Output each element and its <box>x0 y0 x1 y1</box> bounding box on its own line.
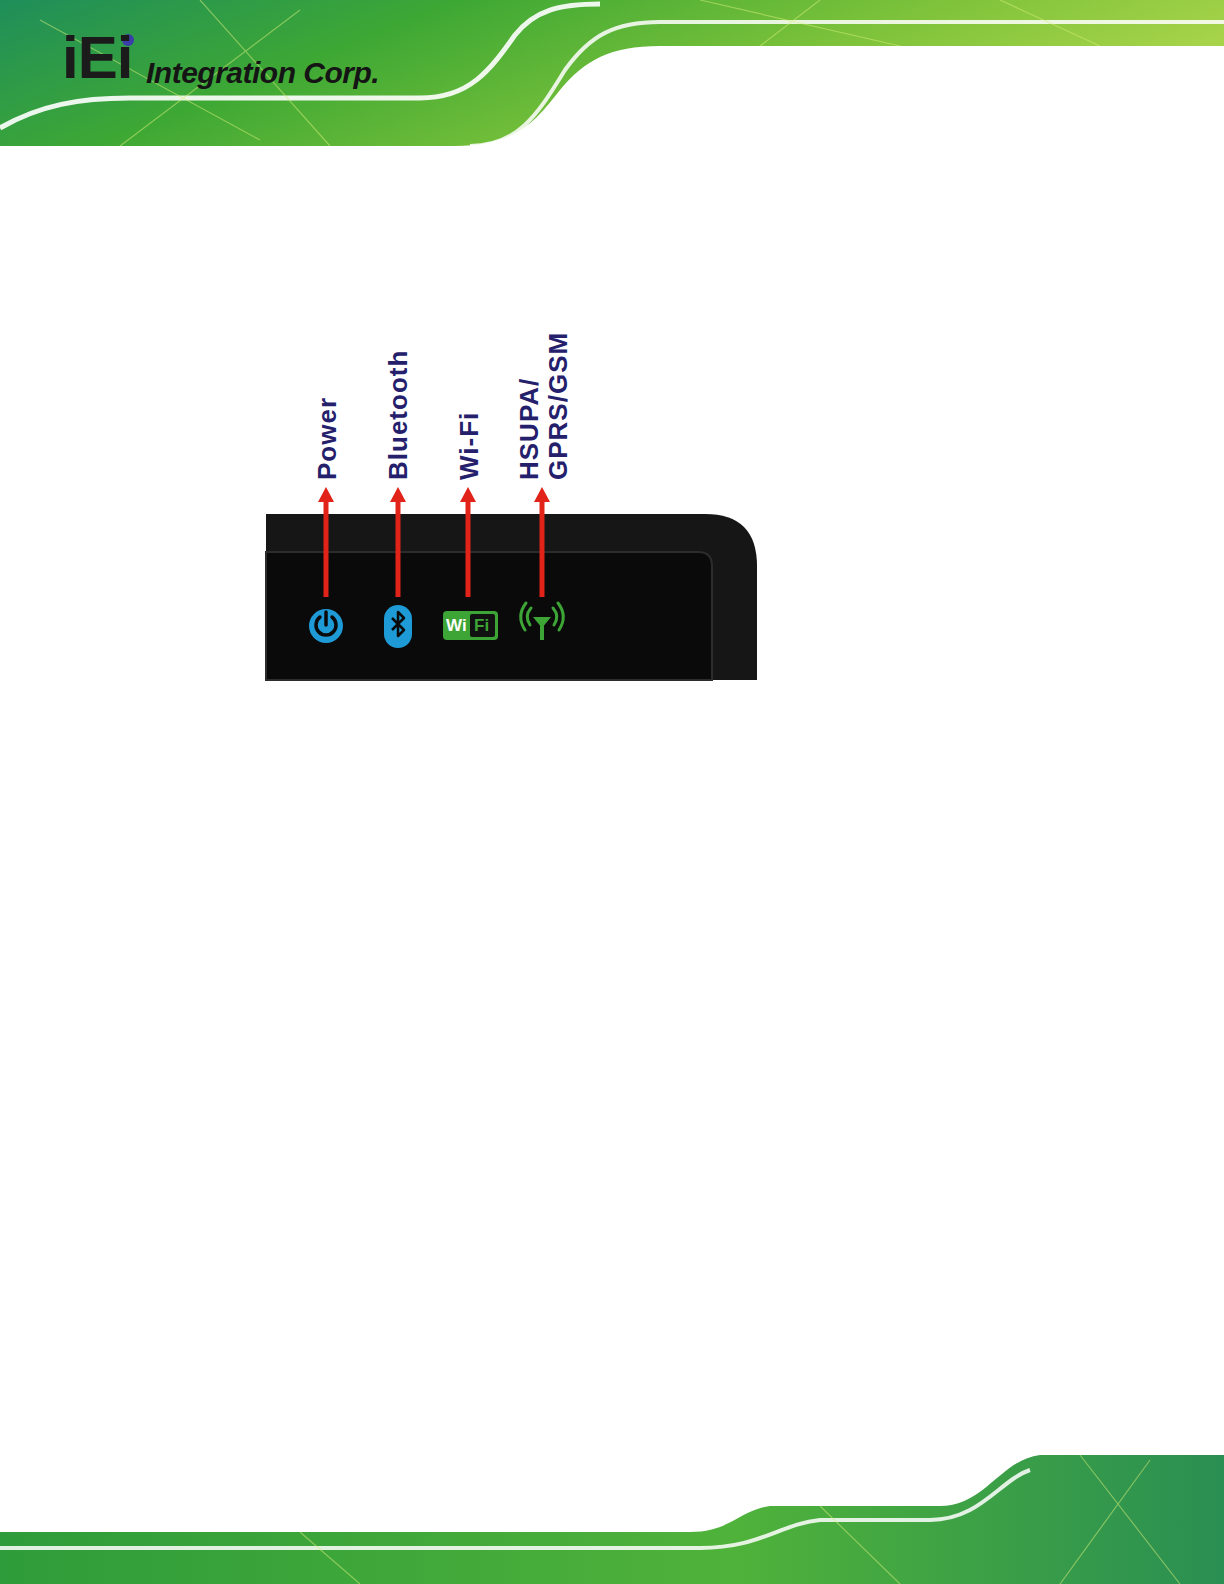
logo-text: Integration Corp. <box>146 56 379 90</box>
led-label: Power <box>313 397 342 480</box>
antenna-icon <box>521 603 564 630</box>
footer-texture <box>300 1455 1180 1584</box>
wifi-icon <box>443 611 498 640</box>
icon-text: Fi <box>474 614 489 637</box>
power-icon <box>309 609 343 643</box>
bluetooth-icon <box>392 612 404 636</box>
antenna-icon <box>540 626 544 640</box>
icon-text: Wi <box>446 614 467 637</box>
device-bezel <box>266 514 757 680</box>
header-banner <box>0 0 1224 146</box>
device-screen <box>266 552 712 680</box>
header-texture <box>40 0 1100 146</box>
logo-mark: iEi <box>62 26 132 90</box>
bluetooth-icon <box>384 605 412 648</box>
header-swoosh <box>470 22 1224 146</box>
leader-arrow <box>318 487 550 597</box>
header-swoosh <box>0 4 600 128</box>
footer-swoosh <box>0 1470 1030 1548</box>
led-label: Bluetooth <box>384 350 413 480</box>
footer-banner <box>0 1455 1224 1584</box>
wifi-icon <box>470 614 495 637</box>
led-label: Wi-Fi <box>455 412 484 480</box>
led-label: HSUPA/ GPRS/GSM <box>515 310 573 480</box>
power-icon <box>324 612 328 625</box>
